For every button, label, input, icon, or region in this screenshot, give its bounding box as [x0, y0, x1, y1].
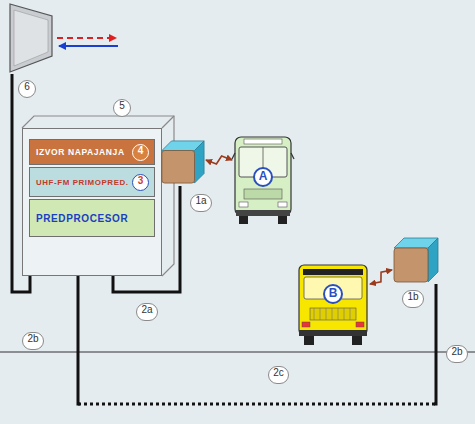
cable: [78, 276, 436, 404]
power-supply-band: IZVOR NAPAJANJA 4: [29, 139, 155, 165]
reader-antenna: 1a: [160, 138, 206, 186]
callout-number: 4: [132, 144, 149, 161]
radio-link: [206, 156, 232, 164]
reader-antenna: 1b: [392, 236, 440, 284]
reader-antenna: [160, 138, 206, 186]
callout-number: 1a: [190, 194, 212, 212]
callout-number: 2a: [136, 303, 158, 321]
module-label: PREDPROCESOR: [36, 213, 128, 224]
callout-number: 5: [113, 99, 131, 117]
callout-number: 1b: [402, 290, 424, 308]
module-label: UHF-FM PRIMOPRED.: [36, 178, 129, 187]
callout-number: 3: [132, 174, 149, 191]
callout-number: 6: [18, 80, 36, 98]
electronics-housing: 5IZVOR NAPAJANJA4UHF-FM PRIMOPRED.3PREDP…: [22, 128, 162, 276]
vehicle-mark: B: [323, 284, 343, 304]
preprocessor-band: PREDPROCESOR: [29, 199, 155, 237]
uplink-arrow: [57, 37, 116, 39]
ground-line: [0, 352, 475, 353]
downlink-arrow: [59, 45, 118, 47]
panel-antenna: [8, 2, 54, 74]
module-label: IZVOR NAPAJANJA: [36, 147, 125, 157]
bus: A: [232, 133, 294, 225]
bus-rear: [296, 262, 370, 346]
antenna: 6: [8, 2, 54, 74]
housing-back: [22, 116, 174, 276]
vehicle-mark: A: [253, 167, 273, 187]
bus: B: [296, 262, 370, 346]
callout-number: 2b: [446, 345, 468, 363]
reader-antenna: [392, 236, 440, 284]
callout-number: 2c: [268, 366, 289, 384]
receiver-band: UHF-FM PRIMOPRED.3: [29, 167, 155, 197]
buried-cable: [78, 403, 436, 406]
radio-link: [370, 270, 392, 284]
callout-number: 2b: [22, 332, 44, 350]
